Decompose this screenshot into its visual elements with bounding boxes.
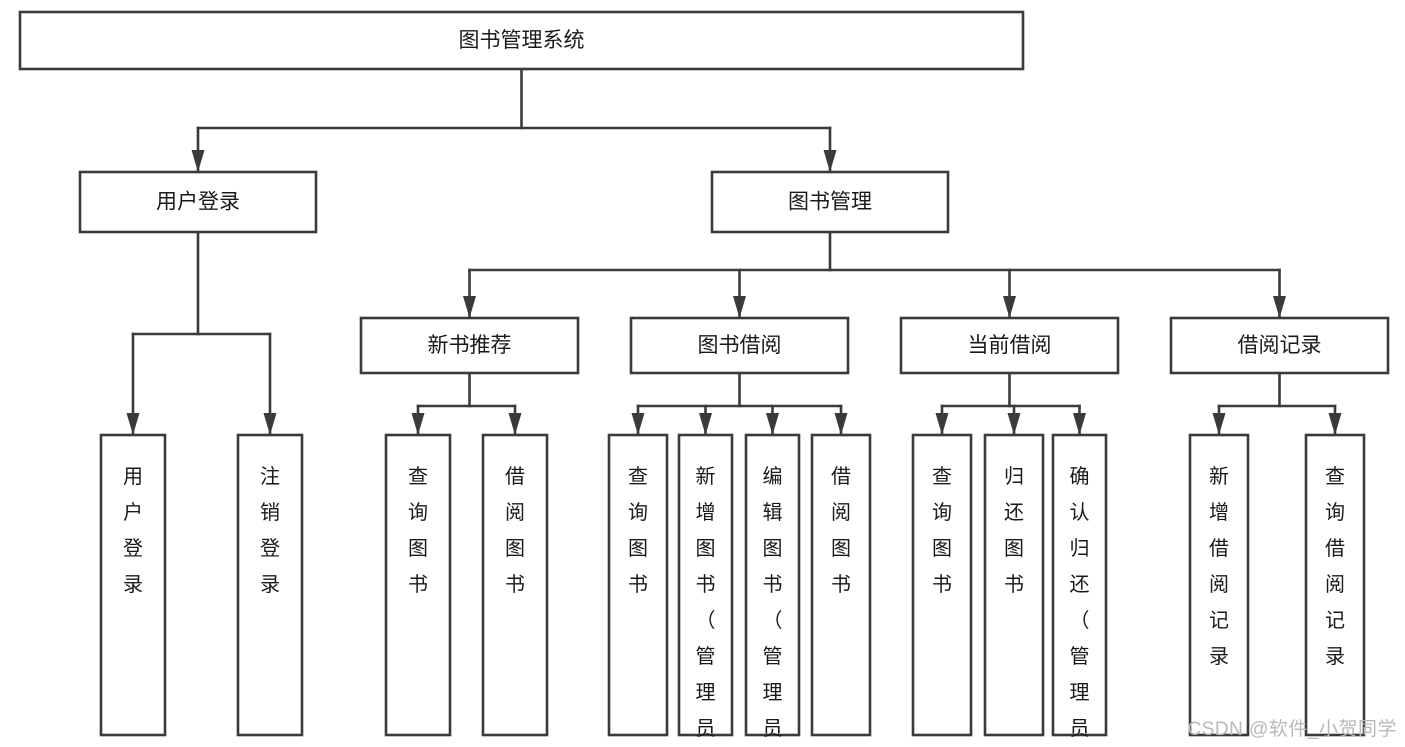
nodes-layer: 图书管理系统用户登录图书管理新书推荐图书借阅当前借阅借阅记录用户登录注销登录查询… — [18, 10, 1390, 747]
node-leaf-query-book-borrow[interactable]: 查询图书 — [607, 433, 669, 737]
node-current-borrow[interactable]: 当前借阅 — [899, 316, 1120, 375]
node-book-borrow[interactable]: 图书借阅 — [629, 316, 850, 375]
node-box — [1188, 433, 1250, 737]
node-box — [899, 316, 1120, 375]
node-box — [911, 433, 973, 737]
arrow-head-icon — [191, 150, 205, 172]
node-new-book-recommend[interactable]: 新书推荐 — [359, 316, 580, 375]
node-box — [236, 433, 304, 737]
node-root[interactable]: 图书管理系统 — [18, 10, 1025, 71]
node-box — [677, 433, 734, 737]
node-label: 图书管理 — [788, 191, 872, 214]
node-label: 借阅图书 — [505, 465, 525, 596]
node-box — [710, 170, 950, 234]
arrow-head-icon — [1212, 413, 1226, 435]
node-box — [99, 433, 167, 737]
node-leaf-return-book[interactable]: 归还图书 — [983, 433, 1045, 737]
node-book-manage[interactable]: 图书管理 — [710, 170, 950, 234]
node-box — [1304, 433, 1366, 737]
watermark-text: CSDN @软件_小贺同学 — [1187, 719, 1397, 740]
arrow-head-icon — [1273, 296, 1286, 318]
node-label: 借阅记录 — [1238, 334, 1322, 357]
node-box — [744, 433, 801, 737]
node-label: 新增借阅记录 — [1209, 465, 1229, 668]
node-label: 用户登录 — [123, 466, 143, 596]
node-box — [1169, 316, 1390, 375]
node-box — [78, 170, 318, 234]
node-box — [607, 433, 669, 737]
arrow-head-icon — [823, 150, 837, 172]
arrow-head-icon — [1328, 413, 1342, 435]
node-leaf-confirm-return[interactable]: 确认归还（管理员） — [1051, 433, 1108, 747]
node-leaf-edit-book[interactable]: 编辑图书（管理员） — [744, 433, 801, 747]
node-leaf-user-login[interactable]: 用户登录 — [99, 433, 167, 737]
node-label: 确认归还（管理员） — [1070, 465, 1090, 747]
node-label: 借阅图书 — [831, 465, 851, 596]
arrow-head-icon — [463, 296, 476, 318]
node-leaf-add-book[interactable]: 新增图书（管理员） — [677, 433, 734, 747]
arrow-head-icon — [699, 413, 712, 435]
arrow-head-icon — [508, 413, 522, 435]
node-box — [629, 316, 850, 375]
node-borrow-record[interactable]: 借阅记录 — [1169, 316, 1390, 375]
node-label: 用户登录 — [156, 191, 240, 214]
node-label: 新书推荐 — [428, 334, 512, 357]
node-box — [983, 433, 1045, 737]
arrow-head-icon — [1007, 413, 1021, 435]
node-leaf-add-borrow-record[interactable]: 新增借阅记录 — [1188, 433, 1250, 737]
node-label: 当前借阅 — [968, 334, 1052, 357]
arrow-head-icon — [631, 413, 645, 435]
node-leaf-query-borrow-record[interactable]: 查询借阅记录 — [1304, 433, 1366, 737]
node-label: 查询图书 — [408, 465, 428, 596]
node-label: 查询借阅记录 — [1325, 465, 1345, 668]
node-leaf-borrow-book[interactable]: 借阅图书 — [810, 433, 872, 737]
node-label: 查询图书 — [932, 465, 952, 596]
node-box — [18, 10, 1025, 71]
node-label: 新增图书（管理员） — [696, 465, 716, 747]
arrow-head-icon — [411, 413, 425, 435]
node-label: 注销登录 — [260, 465, 280, 596]
arrow-head-icon — [834, 413, 848, 435]
arrow-head-icon — [1003, 296, 1016, 318]
node-label: 归还图书 — [1004, 465, 1024, 596]
connectors-layer — [126, 67, 1342, 435]
arrow-head-icon — [766, 413, 779, 435]
node-user-login[interactable]: 用户登录 — [78, 170, 318, 234]
arrow-head-icon — [1073, 413, 1086, 435]
node-leaf-logout[interactable]: 注销登录 — [236, 433, 304, 737]
node-box — [810, 433, 872, 737]
node-box — [481, 433, 549, 737]
arrow-head-icon — [263, 413, 277, 435]
node-leaf-borrow-book-recommend[interactable]: 借阅图书 — [481, 433, 549, 737]
arrow-head-icon — [126, 413, 140, 435]
arrow-head-icon — [935, 413, 949, 435]
node-box — [1051, 433, 1108, 737]
node-box — [359, 316, 580, 375]
node-label: 查询图书 — [628, 465, 648, 596]
node-label: 编辑图书（管理员） — [763, 465, 783, 747]
node-leaf-query-book-recommend[interactable]: 查询图书 — [384, 433, 452, 737]
node-leaf-query-book-current[interactable]: 查询图书 — [911, 433, 973, 737]
arrow-head-icon — [733, 296, 746, 318]
node-label: 图书借阅 — [698, 334, 782, 357]
node-box — [384, 433, 452, 737]
node-label: 图书管理系统 — [459, 29, 585, 52]
